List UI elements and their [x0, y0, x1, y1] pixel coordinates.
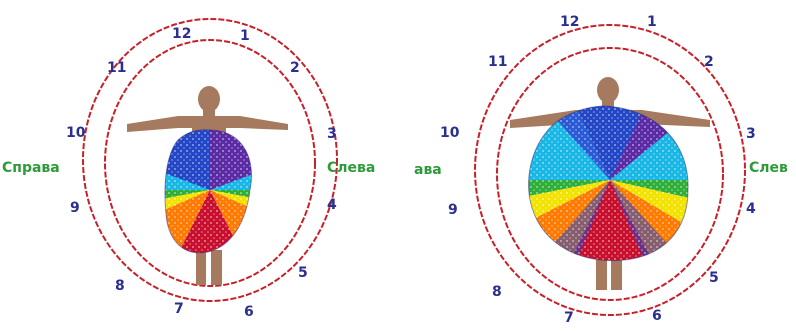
figure-right: 12 1 2 3 4 5 6 7 8 9 10 11 ава Слев	[398, 0, 796, 331]
clock-number-11: 11	[488, 54, 507, 70]
human-silhouette	[127, 86, 288, 285]
clock-number-11: 11	[107, 60, 126, 76]
figure-left-svg: 12 1 2 3 4 5 6 7 8 9 10 11 Справа Слева	[2, 18, 375, 320]
clock-number-9: 9	[70, 200, 80, 216]
side-label-right: Слева	[327, 160, 375, 176]
clock-number-5: 5	[298, 265, 308, 281]
clock-number-1: 1	[647, 14, 657, 30]
clock-number-12: 12	[560, 14, 579, 30]
aura-blob	[528, 106, 689, 261]
side-label-right: Слев	[749, 160, 788, 176]
clock-number-4: 4	[746, 201, 756, 217]
clock-number-12: 12	[172, 26, 191, 42]
side-label-left: ава	[414, 162, 442, 178]
figure-right-svg: 12 1 2 3 4 5 6 7 8 9 10 11 ава Слев	[414, 14, 788, 326]
clock-number-6: 6	[652, 308, 662, 324]
clock-number-9: 9	[448, 202, 458, 218]
figure-left: 12 1 2 3 4 5 6 7 8 9 10 11 Справа Слева	[2, 18, 375, 320]
clock-number-2: 2	[704, 54, 714, 70]
clock-number-7: 7	[174, 301, 184, 317]
clock-number-10: 10	[66, 125, 86, 141]
clock-number-7: 7	[564, 310, 574, 326]
clock-number-5: 5	[709, 270, 719, 286]
clock-number-10: 10	[440, 125, 460, 141]
side-label-left: Справа	[2, 160, 60, 176]
clock-number-1: 1	[240, 28, 250, 44]
inner-ring	[104, 39, 316, 287]
clock-number-8: 8	[492, 284, 502, 300]
clock-number-2: 2	[290, 60, 300, 76]
clock-number-3: 3	[327, 126, 337, 142]
clock-number-4: 4	[327, 197, 337, 213]
outer-ring	[474, 24, 746, 316]
clock-number-8: 8	[115, 278, 125, 294]
inner-ring	[496, 47, 724, 301]
outer-ring	[82, 18, 338, 302]
clock-number-3: 3	[746, 126, 756, 142]
clock-number-6: 6	[244, 304, 254, 320]
